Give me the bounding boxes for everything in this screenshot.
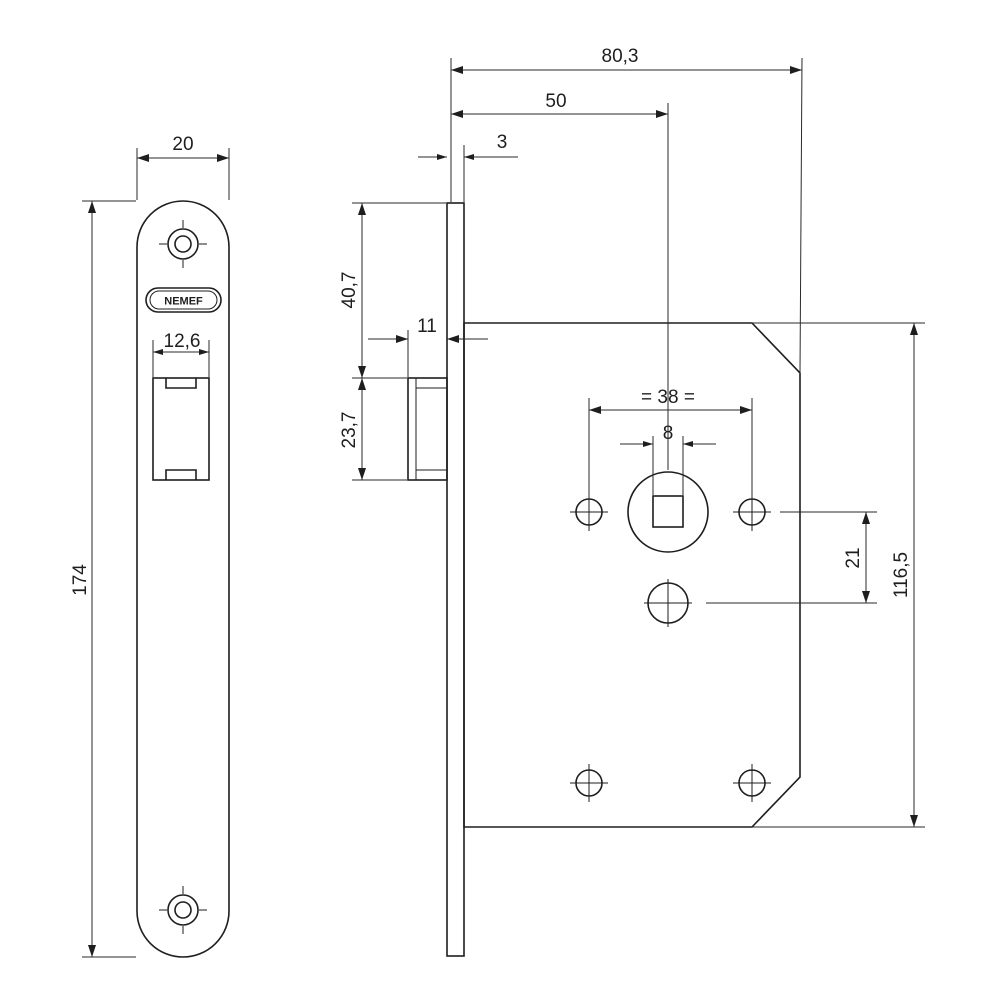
dim-faceplate-height: 174 <box>70 200 136 958</box>
cylinder-hole <box>644 579 692 627</box>
lock-case <box>463 322 801 828</box>
spindle-hub <box>627 471 709 553</box>
dim-label-latch-width: 12,6 <box>164 331 201 352</box>
case-screw-hole-right <box>733 764 771 802</box>
bottom-screw-hole <box>159 886 207 934</box>
dim-case-height: 116,5 <box>752 322 925 828</box>
dim-latch-position: 40,7 23,7 <box>339 202 446 481</box>
dim-label-latch-height: 23,7 <box>339 412 360 449</box>
dim-latch-width: 12,6 <box>152 331 210 377</box>
dim-faceplate-width: 20 <box>136 134 230 200</box>
rose-fixing-hole-right <box>733 493 771 531</box>
dim-label-faceplate-thickness: 3 <box>497 132 508 153</box>
dim-label-spindle-to-cylinder: 21 <box>843 547 864 568</box>
faceplate-outline <box>136 200 230 958</box>
dim-backset: 50 <box>451 91 669 470</box>
dim-label-faceplate-height: 174 <box>70 564 91 596</box>
rose-fixing-hole-left <box>570 493 608 531</box>
dim-label-faceplate-width: 20 <box>172 134 193 155</box>
dim-label-latch-offset-top: 40,7 <box>339 272 360 309</box>
logo-text: NEMEF <box>164 296 203 308</box>
dim-spindle-square: 8 <box>620 423 716 495</box>
case-screw-hole-left <box>570 764 608 802</box>
latch-bolt <box>407 377 448 481</box>
dim-latch-projection: 11 <box>368 316 488 377</box>
dim-label-overall-depth: 80,3 <box>602 46 639 67</box>
dim-overall-depth: 80,3 <box>450 46 803 373</box>
dim-label-spindle-square: 8 <box>663 423 674 444</box>
dim-label-backset: 50 <box>545 91 566 112</box>
forend-plate <box>446 202 465 957</box>
dim-label-latch-projection: 11 <box>417 316 437 337</box>
top-screw-hole <box>159 220 207 268</box>
nemef-logo: NEMEF <box>145 287 222 313</box>
latch-opening <box>152 377 210 481</box>
dim-faceplate-thickness: 3 <box>418 132 518 202</box>
faceplate-front-view: NEMEF 20 174 <box>70 134 230 958</box>
dim-label-case-height: 116,5 <box>891 552 912 598</box>
lock-body-side-view: 80,3 50 3 11 <box>339 46 925 957</box>
dim-spindle-to-cylinder: 21 <box>706 511 877 604</box>
dim-rose-hole-spacing: = 38 = <box>588 387 753 498</box>
dim-label-rose-hole-spacing: = 38 = <box>641 387 695 408</box>
